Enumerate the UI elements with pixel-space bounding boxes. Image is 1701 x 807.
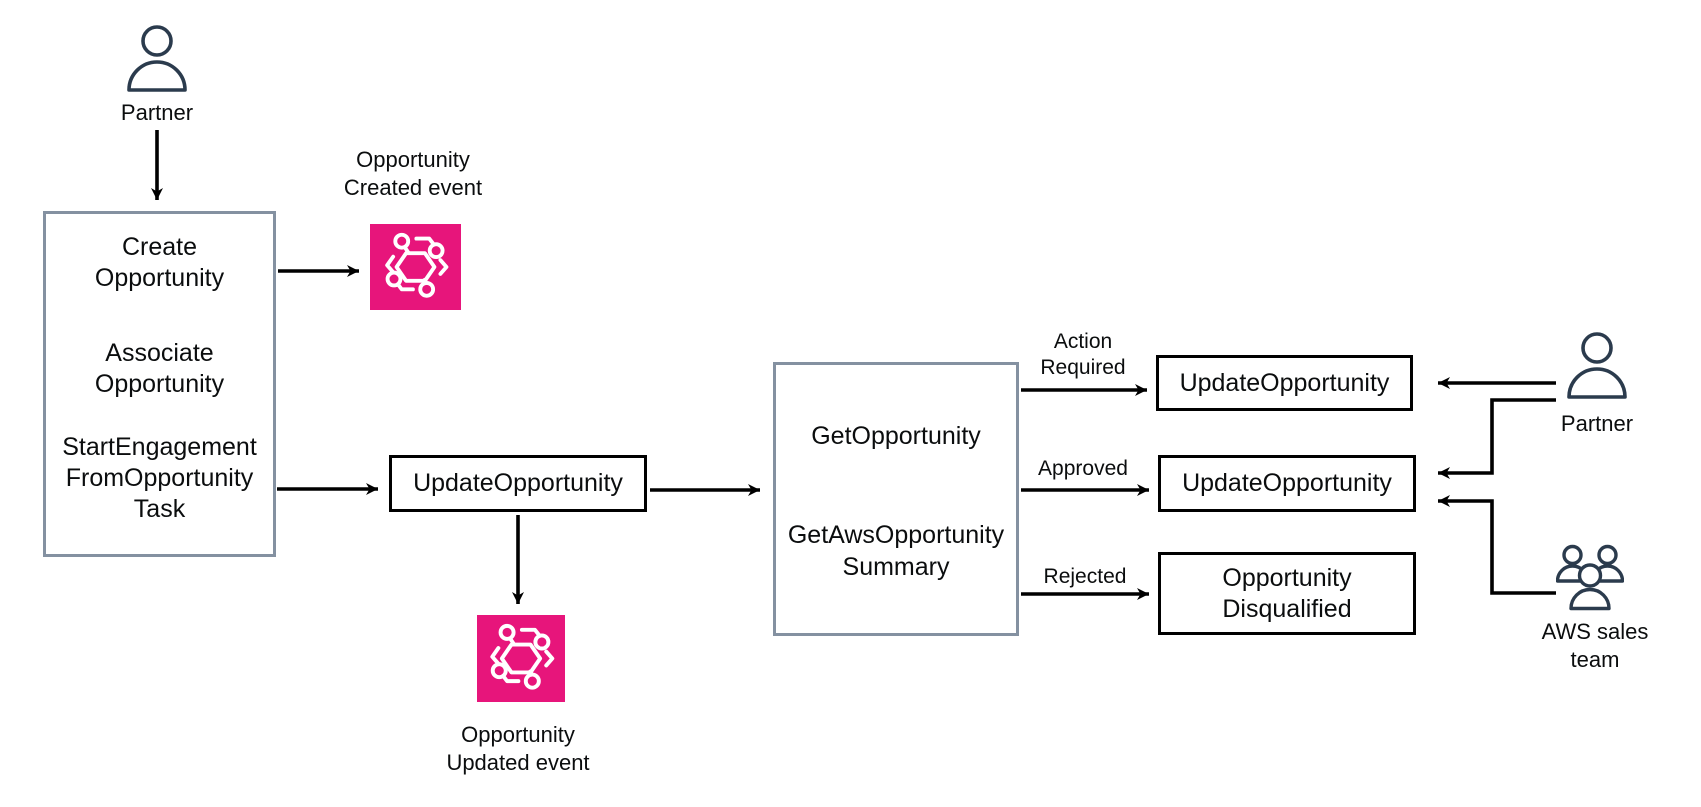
getopportunity-label: GetOpportunity — [811, 422, 981, 450]
updateopportunity-mid-box: UpdateOpportunity — [389, 455, 647, 512]
aws-sales-team-icon — [1556, 544, 1624, 611]
disqualified-line2: Disqualified — [1222, 594, 1352, 623]
action-required-edge-label: Action Required — [1040, 330, 1126, 379]
updateopportunity-mid-label: UpdateOpportunity — [413, 469, 623, 497]
api-startengagement-line2: FromOpportunity — [65, 464, 254, 492]
api-create-line1: Create — [121, 233, 198, 261]
rejected-edge-label: Rejected — [1043, 565, 1127, 588]
created-event-label: Opportunity Created event — [343, 147, 483, 200]
getopportunity-box: GetOpportunity GetAwsOpportunity Summary — [773, 362, 1019, 636]
arrow-sales-team-to-update2 — [1438, 495, 1556, 595]
eventbridge-updated-icon — [477, 615, 565, 702]
partner-right-person-icon — [1567, 332, 1627, 399]
eventbridge-created-icon — [370, 224, 461, 310]
arrow-partner-right-to-update2 — [1438, 398, 1556, 479]
partner-left-label: Partner — [120, 100, 194, 125]
partner-left-person-icon — [127, 25, 187, 92]
api-startengagement-line1: StartEngagement — [62, 433, 257, 461]
opportunity-disqualified-box: Opportunity Disqualified — [1158, 552, 1416, 635]
partner-api-box: Create Opportunity Associate Opportunity… — [43, 211, 276, 557]
api-startengagement-line3: Task — [133, 495, 186, 523]
updateopportunity-right1-box: UpdateOpportunity — [1156, 355, 1413, 411]
updateopportunity-right1-label: UpdateOpportunity — [1179, 368, 1390, 397]
api-create-line2: Opportunity — [94, 264, 225, 292]
aws-sales-team-label: AWS sales team — [1541, 619, 1649, 672]
getawsopportunity-summary-label: Summary — [842, 553, 950, 581]
partner-right-label: Partner — [1560, 411, 1634, 436]
disqualified-line1: Opportunity — [1222, 563, 1352, 592]
updateopportunity-right2-box: UpdateOpportunity — [1158, 455, 1416, 512]
getawsopportunity-label: GetAwsOpportunity — [787, 521, 1005, 549]
approved-edge-label: Approved — [1038, 457, 1128, 480]
api-associate-line1: Associate — [105, 339, 214, 367]
updated-event-label: Opportunity Updated event — [446, 722, 590, 775]
api-associate-line2: Opportunity — [94, 370, 225, 398]
updateopportunity-right2-label: UpdateOpportunity — [1182, 469, 1392, 497]
